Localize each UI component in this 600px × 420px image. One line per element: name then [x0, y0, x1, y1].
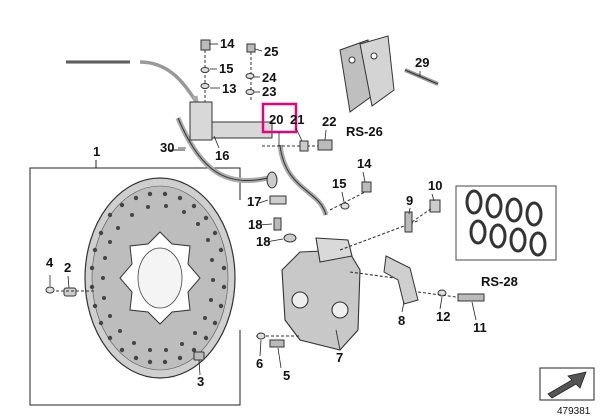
callout-12: 12: [436, 309, 450, 324]
callout-25: 25: [264, 44, 278, 59]
brake-pads: [339, 35, 395, 113]
callout-18-upper: 18: [248, 217, 262, 232]
callout-11: 11: [473, 320, 487, 335]
kit-label-rs26: RS-26: [346, 124, 383, 139]
callout-labels: 1 2 3 4 5 6 7 8 9 10 11 12 13 14 14 15 1…: [46, 36, 518, 389]
callout-13: 13: [222, 81, 236, 96]
reference-box: 479381: [539, 367, 595, 417]
highlight-box: [261, 102, 298, 134]
pad-retainer-bracket: [383, 255, 419, 305]
pad-pin: [404, 68, 439, 86]
line-hardware: [200, 39, 372, 243]
callout-30: 30: [160, 140, 174, 155]
callout-1: 1: [93, 144, 100, 159]
callout-2: 2: [64, 260, 71, 275]
callout-8: 8: [398, 313, 405, 328]
brake-line: [66, 60, 330, 216]
callout-14-right: 14: [357, 156, 372, 171]
callout-29: 29: [415, 55, 429, 70]
brake-caliper: [256, 219, 421, 351]
disc-bolts: [45, 286, 205, 361]
bleeder-valve: [404, 199, 441, 233]
caliper-bolts: [256, 332, 285, 348]
callout-14-top: 14: [220, 36, 235, 51]
disc-drill-holes: [89, 191, 227, 365]
callout-17: 17: [247, 194, 261, 209]
callout-3: 3: [197, 374, 204, 389]
callout-24: 24: [262, 70, 277, 85]
callout-15-top: 15: [219, 61, 233, 76]
mounting-bolt: [417, 289, 485, 302]
seal-kit: [455, 185, 557, 261]
callout-21: 21: [290, 112, 304, 127]
callout-16: 16: [215, 148, 229, 163]
callout-7: 7: [336, 350, 343, 365]
callout-20: 20: [269, 112, 283, 127]
callout-15-right: 15: [332, 176, 346, 191]
callout-9: 9: [406, 193, 413, 208]
callout-5: 5: [283, 368, 290, 383]
brake-disc: [84, 177, 236, 379]
leader-lines: [49, 43, 477, 376]
callout-23: 23: [262, 84, 276, 99]
callout-4: 4: [46, 255, 54, 270]
callout-10: 10: [428, 178, 442, 193]
callout-18-lower: 18: [256, 234, 270, 249]
diagram-code: 479381: [557, 406, 591, 417]
callout-6: 6: [256, 356, 263, 371]
kit-label-rs28: RS-28: [481, 274, 518, 289]
view-direction-arrow-icon: [547, 371, 587, 399]
callout-22: 22: [322, 114, 336, 129]
